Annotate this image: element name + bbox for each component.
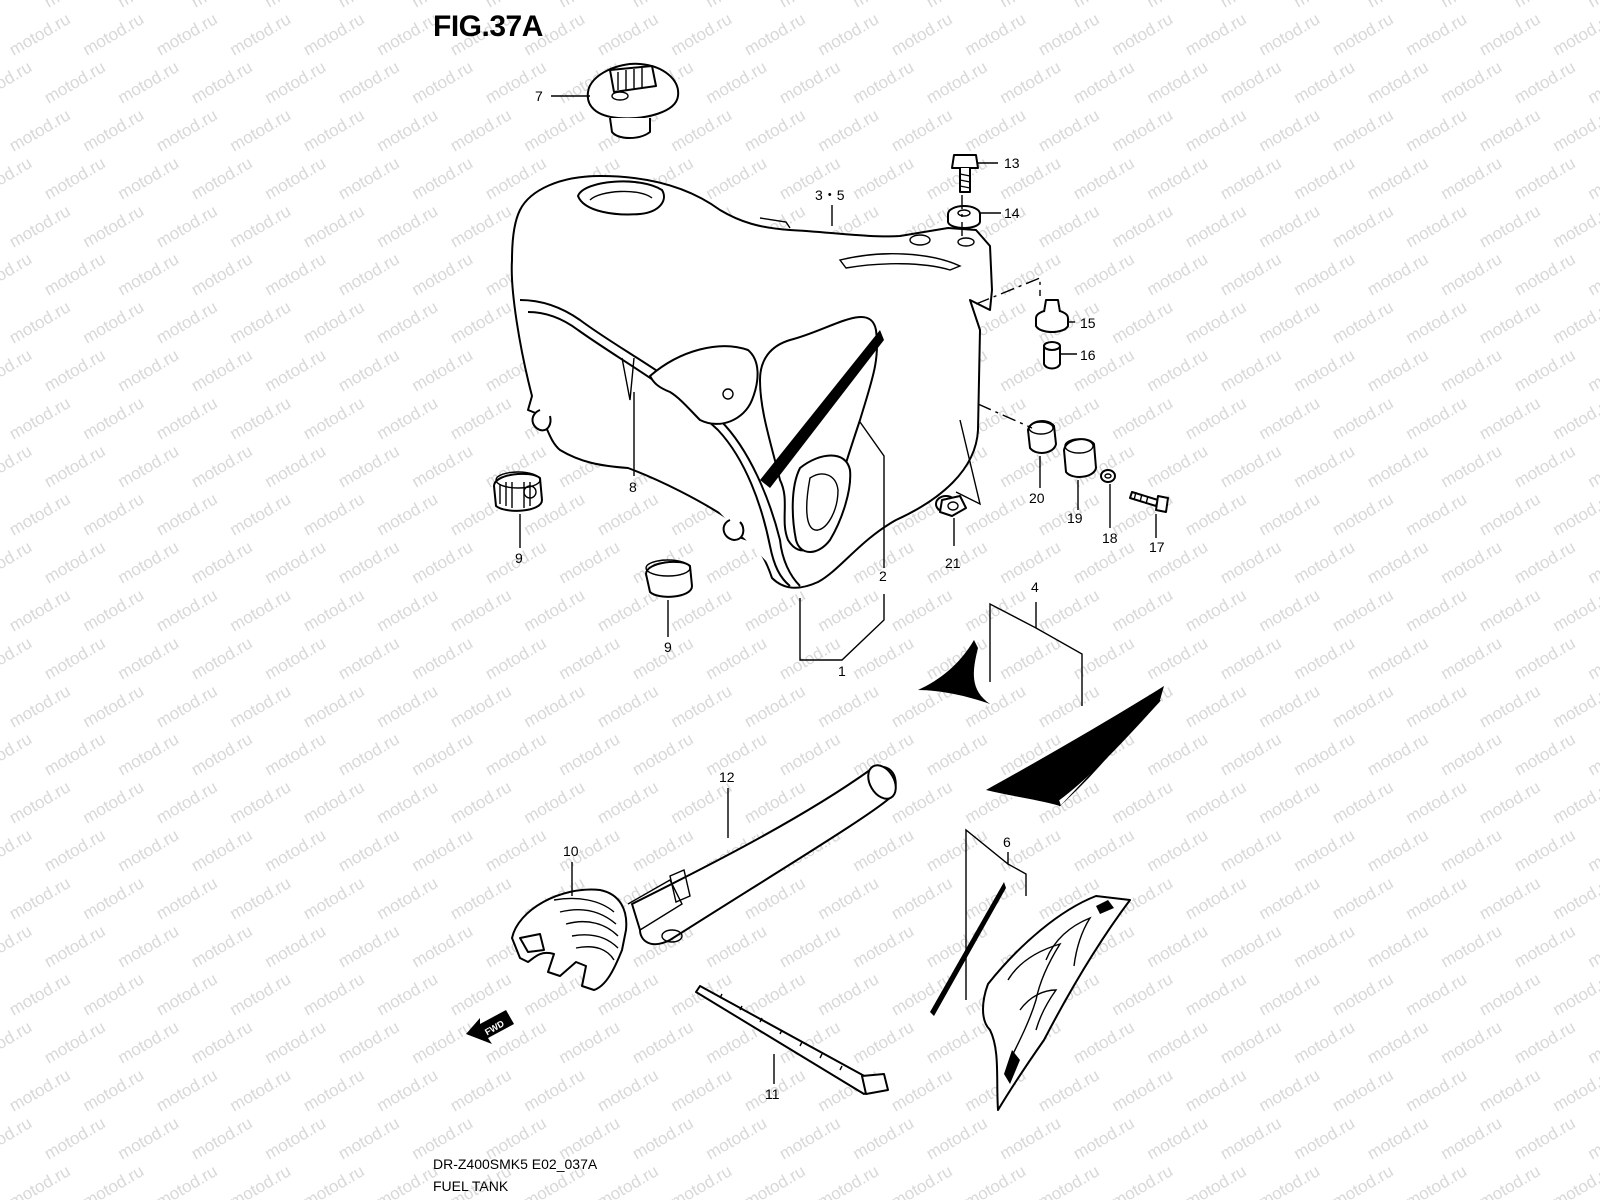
callout-10: 10 xyxy=(563,843,579,859)
fuel-tank-part-1[interactable] xyxy=(510,175,993,589)
callout-20: 20 xyxy=(1029,490,1045,506)
watermark-text: motod.ru xyxy=(1585,0,1600,11)
fuel-cap-part-7[interactable] xyxy=(586,62,680,139)
figure-name: FUEL TANK xyxy=(433,1178,509,1194)
bolt-part-13[interactable] xyxy=(951,154,979,193)
cushion-part-20[interactable] xyxy=(1027,420,1057,454)
callout-18: 18 xyxy=(1102,530,1118,546)
callout-9-upper: 9 xyxy=(515,550,523,566)
callout-19: 19 xyxy=(1067,510,1083,526)
stripe-set-part-6[interactable] xyxy=(930,882,1131,1111)
callout-3-5: 3・5 xyxy=(815,187,845,203)
nut-part-21[interactable] xyxy=(939,495,967,517)
callout-16: 16 xyxy=(1080,347,1096,363)
emblem-set-part-4[interactable] xyxy=(918,640,1164,807)
cushion-part-19[interactable] xyxy=(1063,438,1097,478)
forward-direction-arrow: FWD xyxy=(466,1010,514,1044)
damper-part-9-lower[interactable] xyxy=(645,559,693,598)
callout-11: 11 xyxy=(765,1086,780,1102)
callout-17: 17 xyxy=(1149,539,1165,555)
washer-part-18[interactable] xyxy=(1100,469,1116,483)
sleeve-part-12[interactable] xyxy=(627,760,901,946)
bolt-part-17[interactable] xyxy=(1129,491,1169,513)
callout-15: 15 xyxy=(1080,315,1096,331)
callout-1: 1 xyxy=(838,663,846,679)
collar-part-16[interactable] xyxy=(1043,341,1061,370)
mount-rubber-part-15[interactable] xyxy=(1035,299,1069,333)
callout-9-lower: 9 xyxy=(664,639,672,655)
callout-14: 14 xyxy=(1004,205,1020,221)
cable-tie-part-11[interactable] xyxy=(695,985,889,1095)
callout-8: 8 xyxy=(629,479,637,495)
callout-21: 21 xyxy=(945,555,961,571)
clamp-part-10[interactable] xyxy=(511,888,628,991)
cushion-part-14[interactable] xyxy=(947,205,981,229)
damper-part-9-upper[interactable] xyxy=(493,471,543,512)
callout-12: 12 xyxy=(719,769,735,785)
figure-code: DR-Z400SMK5 E02_037A xyxy=(433,1156,598,1172)
callout-13: 13 xyxy=(1004,155,1020,171)
callout-7: 7 xyxy=(535,88,543,104)
callout-6: 6 xyxy=(1003,834,1011,850)
callout-4: 4 xyxy=(1031,579,1039,595)
callout-2: 2 xyxy=(879,568,887,584)
